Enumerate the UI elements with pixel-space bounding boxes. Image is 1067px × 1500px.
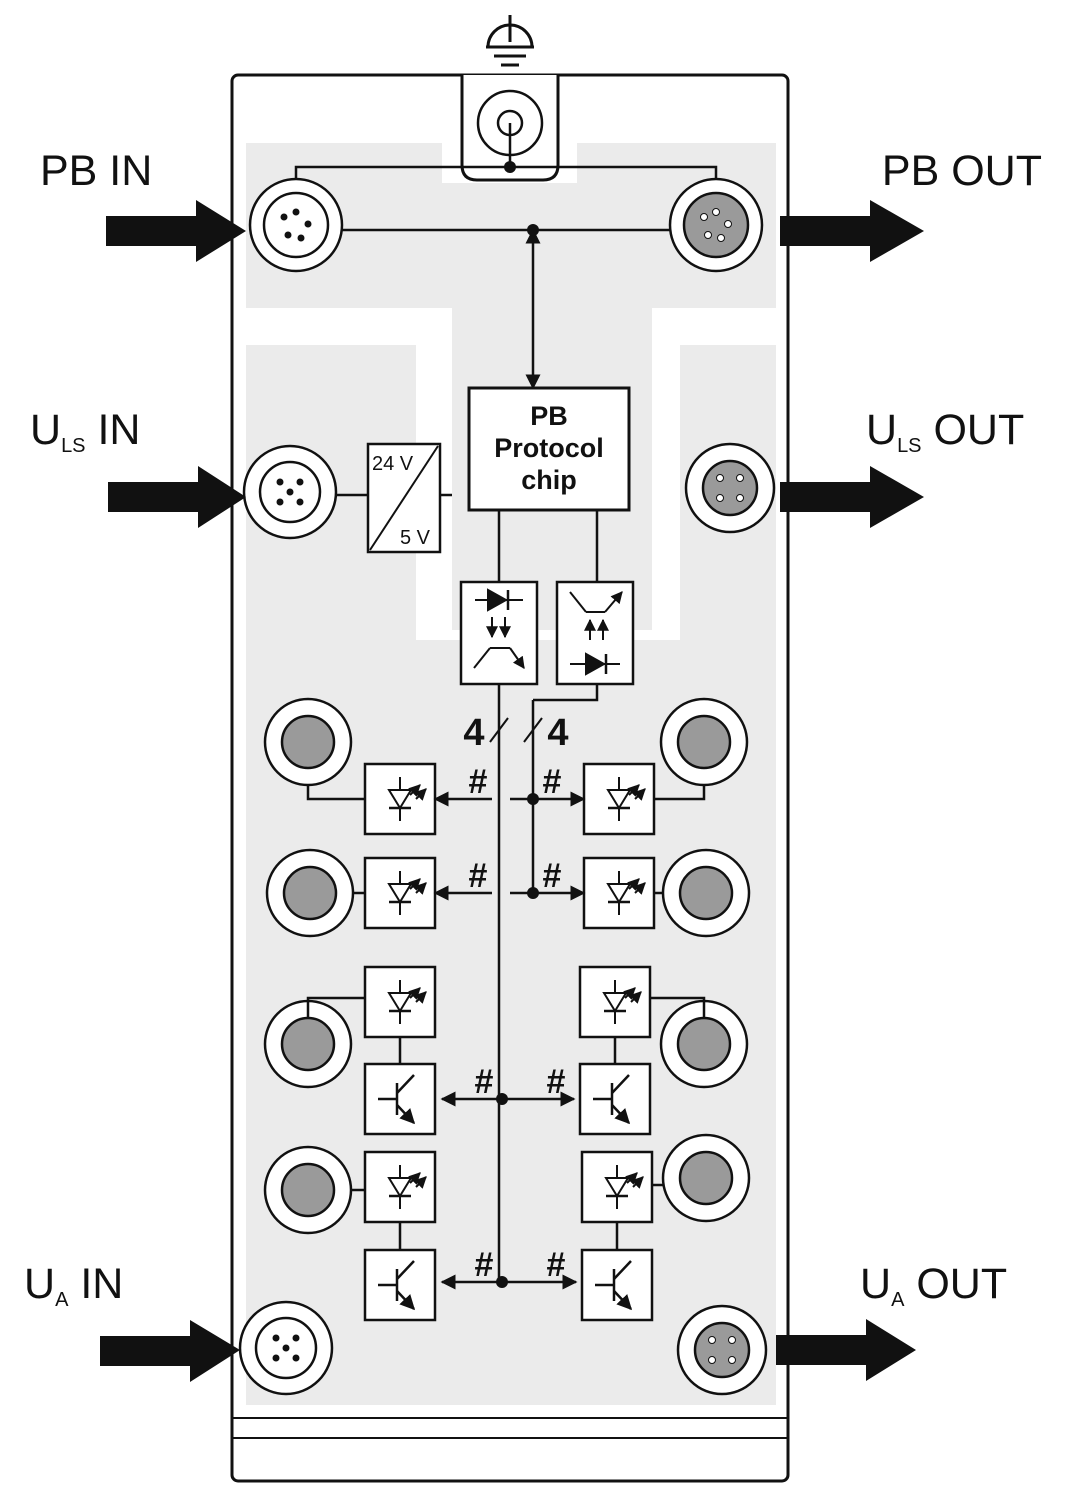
converter-input-voltage: 24 V: [372, 453, 414, 475]
uls-in-label: ULS IN: [30, 406, 140, 457]
ua-in-connector: [238, 1300, 334, 1396]
chip-label-line-3: chip: [521, 465, 577, 495]
transistor-icon: [378, 1074, 633, 1311]
svg-text:#: #: [475, 1246, 494, 1284]
right-bus-width: 4: [547, 712, 568, 754]
pb-out-connector: [668, 177, 764, 273]
svg-text:#: #: [475, 1063, 494, 1101]
optocoupler-icon: [459, 510, 539, 700]
svg-text:#: #: [469, 763, 488, 801]
left-bus-width: 4: [463, 712, 484, 754]
uls-in-connector: [242, 444, 338, 540]
pb-in-label: PB IN: [40, 147, 152, 195]
voltage-converter: 24 V 5 V: [336, 442, 452, 554]
led-icon: [387, 777, 646, 1209]
ua-out-label: UA OUT: [860, 1260, 1007, 1311]
svg-text:#: #: [547, 1246, 566, 1284]
ua-in-label: UA IN: [24, 1260, 123, 1311]
ground-icon: [486, 15, 534, 67]
input-channel-left-2: #: [265, 848, 492, 938]
chip-label-line-1: PB: [530, 401, 568, 431]
svg-text:#: #: [469, 857, 488, 895]
input-channel-left-1: #: [263, 697, 492, 836]
uls-out-label: ULS OUT: [866, 406, 1024, 457]
svg-text:#: #: [547, 1063, 566, 1101]
bus-width-markers: 4 4: [463, 712, 568, 754]
pb-in-connector: [248, 177, 344, 273]
ua-out-connector: [676, 1304, 768, 1396]
arrow-icon: [100, 200, 924, 1382]
chip-label-line-2: Protocol: [494, 433, 604, 463]
protocol-chip: PB Protocol chip: [467, 386, 631, 512]
converter-output-voltage: 5 V: [400, 527, 431, 549]
optocoupler-icon: [533, 510, 635, 702]
input-channel-right-1: #: [510, 697, 749, 836]
uls-out-connector: [684, 442, 776, 534]
pb-out-label: PB OUT: [882, 147, 1042, 195]
svg-text:#: #: [543, 763, 562, 801]
svg-text:#: #: [543, 857, 562, 895]
